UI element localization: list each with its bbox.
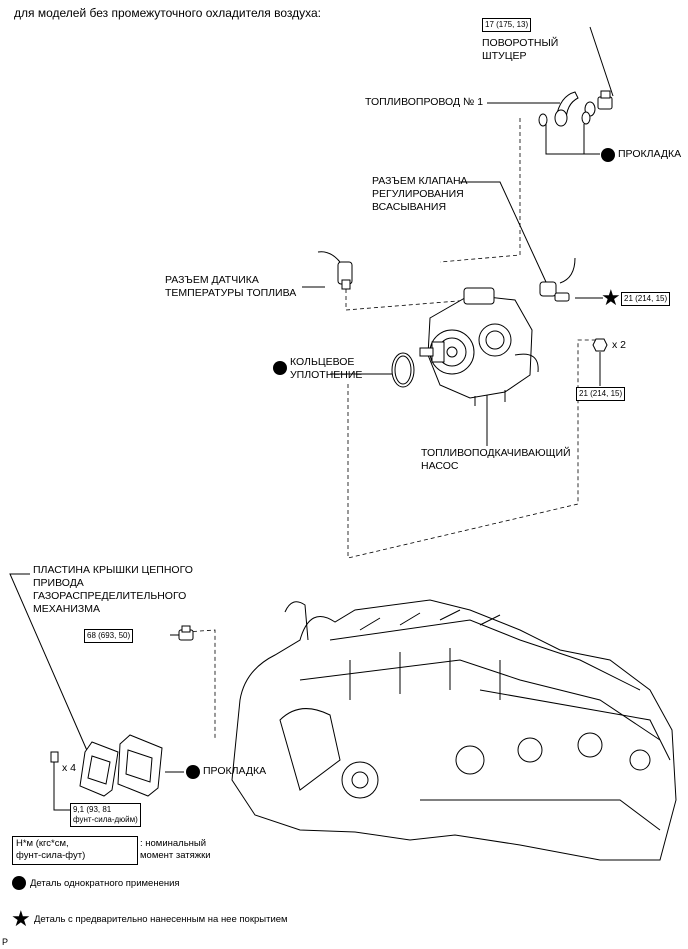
bolt-quantity: x 4 (62, 762, 77, 774)
gasket-top-label: ПРОКЛАДКА (618, 148, 682, 160)
footer-mark: P (2, 937, 9, 947)
suction-valve-connector-label: РАЗЪЕМ КЛАПАНА РЕГУЛИРОВАНИЯ ВСАСЫВАНИЯ (372, 175, 468, 213)
non-reusable-icon (186, 765, 200, 779)
o-ring-label: КОЛЬЦЕВОЕ УПЛОТНЕНИЕ (290, 356, 363, 381)
precoated-star-icon: ★ (11, 906, 31, 931)
precoated-star-icon: ★ (601, 285, 621, 310)
engine-drawing (231, 599, 677, 861)
gasket-bottom-label: ПРОКЛАДКА (203, 765, 267, 777)
plate-bolt-torque-box: 9,1 (93, 81 фунт-сила-дюйм) (70, 803, 141, 827)
nut-quantity: x 2 (612, 339, 627, 351)
fuel-temp-connector-label: РАЗЪЕМ ДАТЧИКА ТЕМПЕРАТУРЫ ТОПЛИВА (165, 274, 297, 299)
union-torque-box: 17 (175, 13) (482, 18, 532, 32)
non-reusable-icon (12, 876, 26, 890)
nut-torque-box: 21 (214, 15) (576, 387, 626, 401)
page-heading: для моделей без промежуточного охладител… (14, 6, 321, 20)
fuel-pump-drawing (419, 287, 539, 406)
fuel-pump-label: ТОПЛИВОПОДКАЧИВАЮЩИЙ НАСОС (421, 447, 571, 472)
non-reusable-icon (273, 361, 287, 375)
union-label: ПОВОРОТНЫЙ ШТУЦЕР (482, 37, 559, 62)
fuel-pipe-label: ТОПЛИВОПРОВОД № 1 (365, 96, 484, 108)
legend-precoated: Деталь с предварительно нанесенным на не… (34, 914, 288, 925)
non-reusable-icon (601, 148, 615, 162)
legend-non-reusable: Деталь однократного применения (30, 878, 180, 889)
bolt-torque-box: 21 (214, 15) (621, 292, 671, 306)
chain-cover-plate-drawing (50, 734, 163, 797)
plug-torque-box: 68 (693, 50) (84, 629, 134, 643)
chain-cover-plate-label: ПЛАСТИНА КРЫШКИ ЦЕПНОГО ПРИВОДА ГАЗОРАСП… (33, 564, 193, 615)
legend-unit-box: Н*м (кгс*см, фунт-сила-фут) (12, 836, 138, 865)
legend-unit-description: : номинальный момент затяжки (140, 838, 211, 861)
